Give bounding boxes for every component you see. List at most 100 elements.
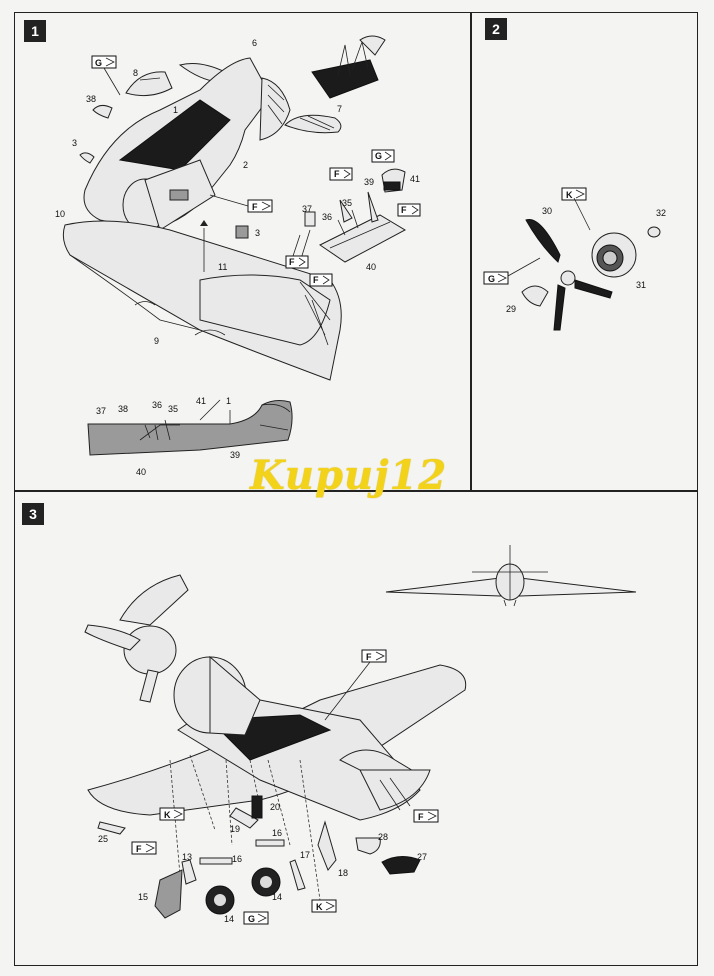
svg-text:36: 36 — [322, 212, 332, 222]
svg-text:19: 19 — [230, 824, 240, 834]
svg-text:39: 39 — [230, 450, 240, 460]
tail-fin — [259, 77, 291, 141]
svg-text:K: K — [316, 902, 323, 912]
svg-text:3: 3 — [255, 228, 260, 238]
svg-text:17: 17 — [300, 850, 310, 860]
step-2-panel — [470, 12, 698, 492]
svg-text:F: F — [313, 275, 319, 285]
svg-text:7: 7 — [337, 104, 342, 114]
svg-text:36: 36 — [152, 400, 162, 410]
svg-text:F: F — [289, 257, 295, 267]
part-16b — [199, 857, 233, 865]
propeller-blade-right — [574, 279, 613, 299]
svg-text:15: 15 — [138, 892, 148, 902]
svg-text:28: 28 — [378, 832, 388, 842]
watermark-text: Kupuj12 — [250, 452, 448, 499]
cockpit-floor-assembly: F G F F F — [285, 149, 421, 287]
svg-text:11: 11 — [218, 262, 227, 272]
svg-text:G: G — [95, 58, 102, 68]
gk-flag-icon-step2: G — [483, 257, 541, 285]
svg-text:F: F — [418, 812, 424, 822]
svg-text:F: F — [252, 202, 258, 212]
fk-flag-icon-step3-left: F — [131, 841, 157, 855]
prop-blade-3 — [139, 669, 159, 703]
svg-text:F: F — [334, 169, 340, 179]
svg-text:39: 39 — [364, 177, 374, 187]
k-flag-icon-step3-left: K — [159, 807, 185, 821]
part-17 — [289, 859, 306, 891]
side-profile-part — [87, 400, 293, 456]
svg-text:16: 16 — [232, 854, 242, 864]
svg-text:35: 35 — [168, 404, 178, 414]
propeller-hub — [560, 270, 576, 286]
svg-text:8: 8 — [133, 68, 138, 78]
svg-text:31: 31 — [636, 280, 646, 290]
svg-text:37: 37 — [302, 204, 312, 214]
part-13 — [181, 859, 197, 885]
svg-text:1: 1 — [173, 105, 178, 115]
svg-text:6: 6 — [252, 38, 257, 48]
k-flag-icon-step2: K — [561, 187, 587, 201]
svg-text:3: 3 — [72, 138, 77, 148]
svg-text:K: K — [566, 190, 573, 200]
svg-text:F: F — [366, 652, 372, 662]
svg-text:37: 37 — [96, 406, 106, 416]
step-2-number: 2 — [485, 18, 507, 40]
step-3-panel — [14, 490, 698, 966]
svg-text:16: 16 — [272, 828, 282, 838]
gk-flag-icon-step3: G — [243, 911, 269, 925]
spinner-cap-32 — [647, 226, 661, 238]
fk-flag-icon-1: F — [209, 194, 273, 213]
svg-text:20: 20 — [270, 802, 280, 812]
propeller-blade-bottom — [553, 284, 566, 331]
svg-text:1: 1 — [226, 396, 231, 406]
svg-text:F: F — [401, 205, 407, 215]
fk-flag-icon-step3-right: F — [413, 809, 439, 823]
svg-text:29: 29 — [506, 304, 516, 314]
stabilizer-part-7 — [284, 114, 342, 134]
part-19 — [229, 807, 259, 829]
svg-text:32: 32 — [656, 208, 666, 218]
part-25 — [97, 821, 126, 835]
prop-blade-1 — [119, 574, 189, 626]
svg-text:F: F — [136, 844, 142, 854]
canopy-part-8 — [125, 71, 173, 97]
svg-text:30: 30 — [542, 206, 552, 216]
svg-text:14: 14 — [224, 914, 234, 924]
svg-text:41: 41 — [410, 174, 420, 184]
svg-text:K: K — [164, 810, 171, 820]
step-1-number: 1 — [24, 20, 46, 42]
front-view-silhouette — [385, 545, 637, 607]
seat-plate — [311, 59, 379, 99]
spinner-step3 — [123, 625, 177, 675]
svg-text:40: 40 — [366, 262, 376, 272]
svg-text:41: 41 — [196, 396, 206, 406]
k-flag-icon-step3-bottom: K — [311, 899, 337, 913]
part-15 — [154, 869, 183, 919]
svg-text:2: 2 — [243, 160, 248, 170]
part-3-panel — [235, 225, 249, 239]
part-18 — [317, 820, 337, 871]
svg-text:35: 35 — [342, 198, 352, 208]
svg-text:10: 10 — [55, 209, 65, 219]
svg-text:18: 18 — [338, 868, 348, 878]
step-3-number: 3 — [22, 503, 44, 525]
gk-flag-icon: G — [91, 55, 121, 96]
svg-text:G: G — [488, 274, 495, 284]
svg-text:G: G — [375, 151, 382, 161]
part-16a — [255, 839, 285, 847]
prop-blade-2 — [84, 624, 141, 651]
svg-text:25: 25 — [98, 834, 108, 844]
svg-text:13: 13 — [182, 852, 192, 862]
part-28 — [355, 837, 381, 855]
svg-text:G: G — [248, 914, 255, 924]
part-29 — [521, 285, 549, 307]
svg-text:14: 14 — [272, 892, 282, 902]
part-38 — [92, 104, 113, 119]
svg-text:27: 27 — [417, 852, 427, 862]
fk-flag-icon-step3-top: F — [324, 649, 387, 721]
part-20 — [251, 795, 263, 819]
